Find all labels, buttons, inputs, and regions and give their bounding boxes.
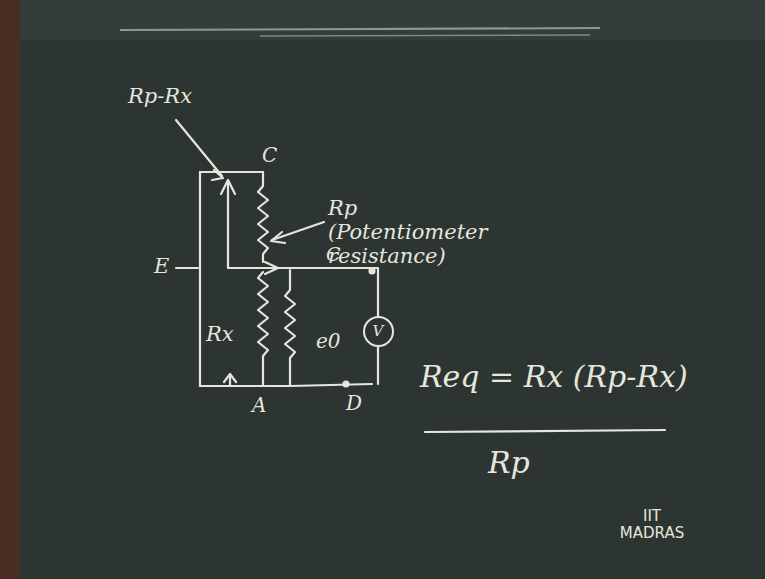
resistor-symbol	[258, 172, 268, 262]
node-letter: D	[346, 392, 362, 415]
equation: Req = Rx (Rp-Rx)	[420, 360, 688, 395]
wiper-arrow-head	[265, 262, 278, 274]
equation-denominator: Rp	[488, 446, 530, 481]
meter-letter: V	[373, 324, 384, 339]
node-letter: E	[154, 254, 169, 278]
node-letter: C	[326, 244, 341, 266]
wiper-arrow	[227, 182, 229, 268]
terminal-dot	[344, 382, 349, 387]
board-frame	[0, 0, 20, 579]
signal-name: e0	[316, 330, 341, 353]
arrow-head	[221, 180, 235, 194]
node-letter: C	[262, 144, 277, 167]
watermark: IIT MADRAS	[612, 508, 692, 543]
component-label: Rx	[206, 322, 234, 346]
leader-line	[272, 222, 324, 240]
component-label: Rp-Rx	[128, 84, 192, 108]
dash	[176, 267, 198, 269]
chalk-underline	[120, 28, 600, 30]
arrow-head	[271, 232, 285, 243]
arrow-head	[224, 374, 236, 386]
leader-line	[176, 120, 222, 176]
resistor-symbol	[258, 272, 268, 386]
wire	[200, 171, 263, 173]
arrow-head	[212, 170, 223, 180]
wire	[377, 346, 379, 384]
chalk-underline	[260, 35, 590, 36]
wire	[199, 172, 201, 386]
voltmeter-symbol: V	[363, 316, 394, 347]
resistor-symbol	[285, 270, 295, 386]
terminal-dot	[370, 269, 375, 274]
component-label: Rp (Potentiometer resistance)	[328, 196, 518, 268]
wire	[228, 268, 378, 316]
node-letter: A	[252, 394, 266, 417]
board-top-band	[0, 0, 765, 40]
fraction-bar	[425, 430, 665, 432]
